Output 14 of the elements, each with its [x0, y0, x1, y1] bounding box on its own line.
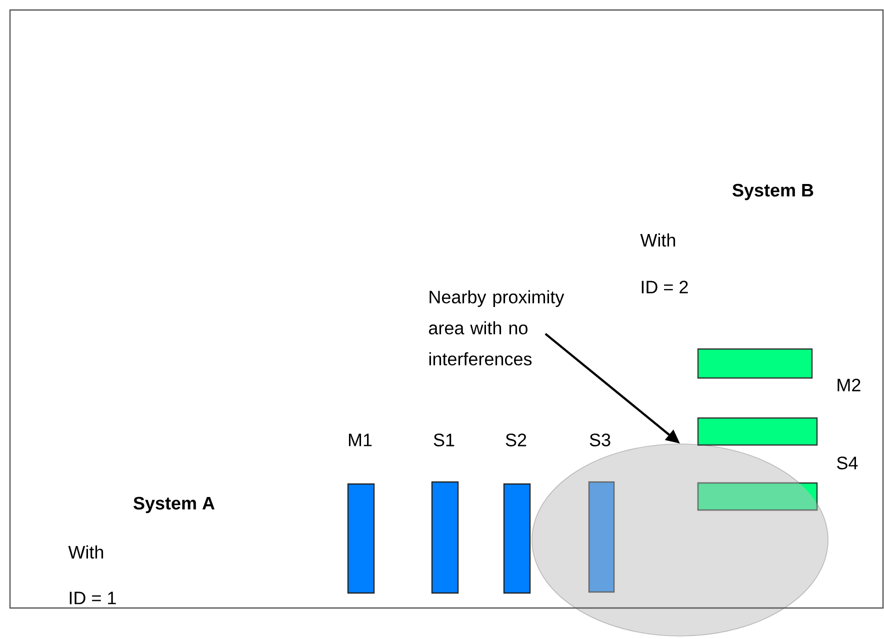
system-title: System A: [134, 496, 215, 514]
callout-text: Nearby proximity area with no interferences: [428, 290, 564, 366]
bar-label: S2: [506, 434, 526, 446]
bar-label: M1: [348, 434, 372, 446]
system-text: ID = 2: [642, 280, 688, 294]
system-text: ID = 1: [70, 592, 116, 604]
bar: [697, 417, 818, 446]
bar-label: S4: [837, 456, 858, 470]
system-text: With: [640, 233, 676, 247]
system-title: System B: [732, 184, 814, 200]
bar-label: S1: [434, 434, 454, 446]
bar-label: M2: [838, 378, 860, 392]
bar-label: S3: [590, 434, 610, 446]
system-text: With: [68, 545, 104, 559]
